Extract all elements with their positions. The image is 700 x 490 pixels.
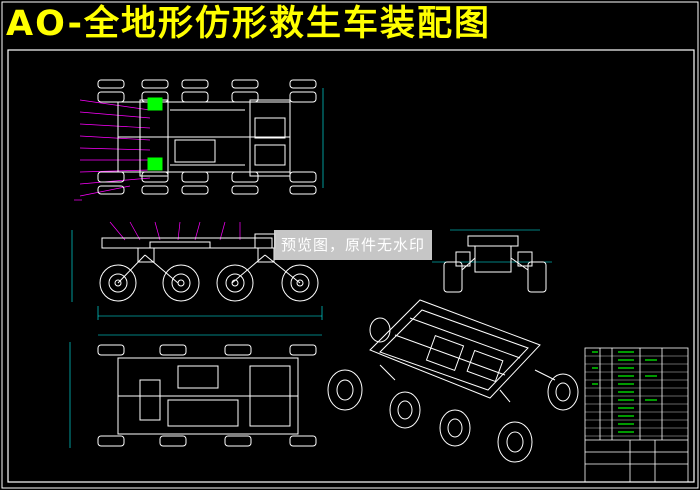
top-view bbox=[74, 79, 324, 201]
drawing-border bbox=[7, 49, 695, 483]
top-view-wheels-upper bbox=[97, 79, 317, 103]
drawing-title: AO-全地形仿形救生车装配图 bbox=[6, 4, 492, 44]
side-view bbox=[432, 229, 552, 293]
isometric-view bbox=[327, 299, 579, 463]
parts-list-entries bbox=[592, 351, 657, 433]
top-view-wheels-lower bbox=[97, 171, 317, 195]
bottom-view-wheels-lower bbox=[97, 435, 317, 447]
parts-list-rows bbox=[585, 355, 688, 437]
title-block bbox=[584, 347, 689, 483]
highlight-joint-lower bbox=[147, 157, 163, 171]
front-view-wheels bbox=[99, 264, 319, 302]
bottom-view-wheels-upper bbox=[97, 344, 317, 356]
front-view bbox=[71, 221, 323, 320]
part-leaders bbox=[74, 99, 151, 201]
isometric-wheels bbox=[327, 317, 579, 463]
bottom-view bbox=[69, 334, 322, 448]
front-view-dimensions bbox=[71, 230, 323, 320]
preview-watermark: 预览图，原件无水印 bbox=[274, 230, 432, 260]
front-view-leaders bbox=[109, 221, 241, 241]
highlight-joint-upper bbox=[147, 97, 163, 111]
